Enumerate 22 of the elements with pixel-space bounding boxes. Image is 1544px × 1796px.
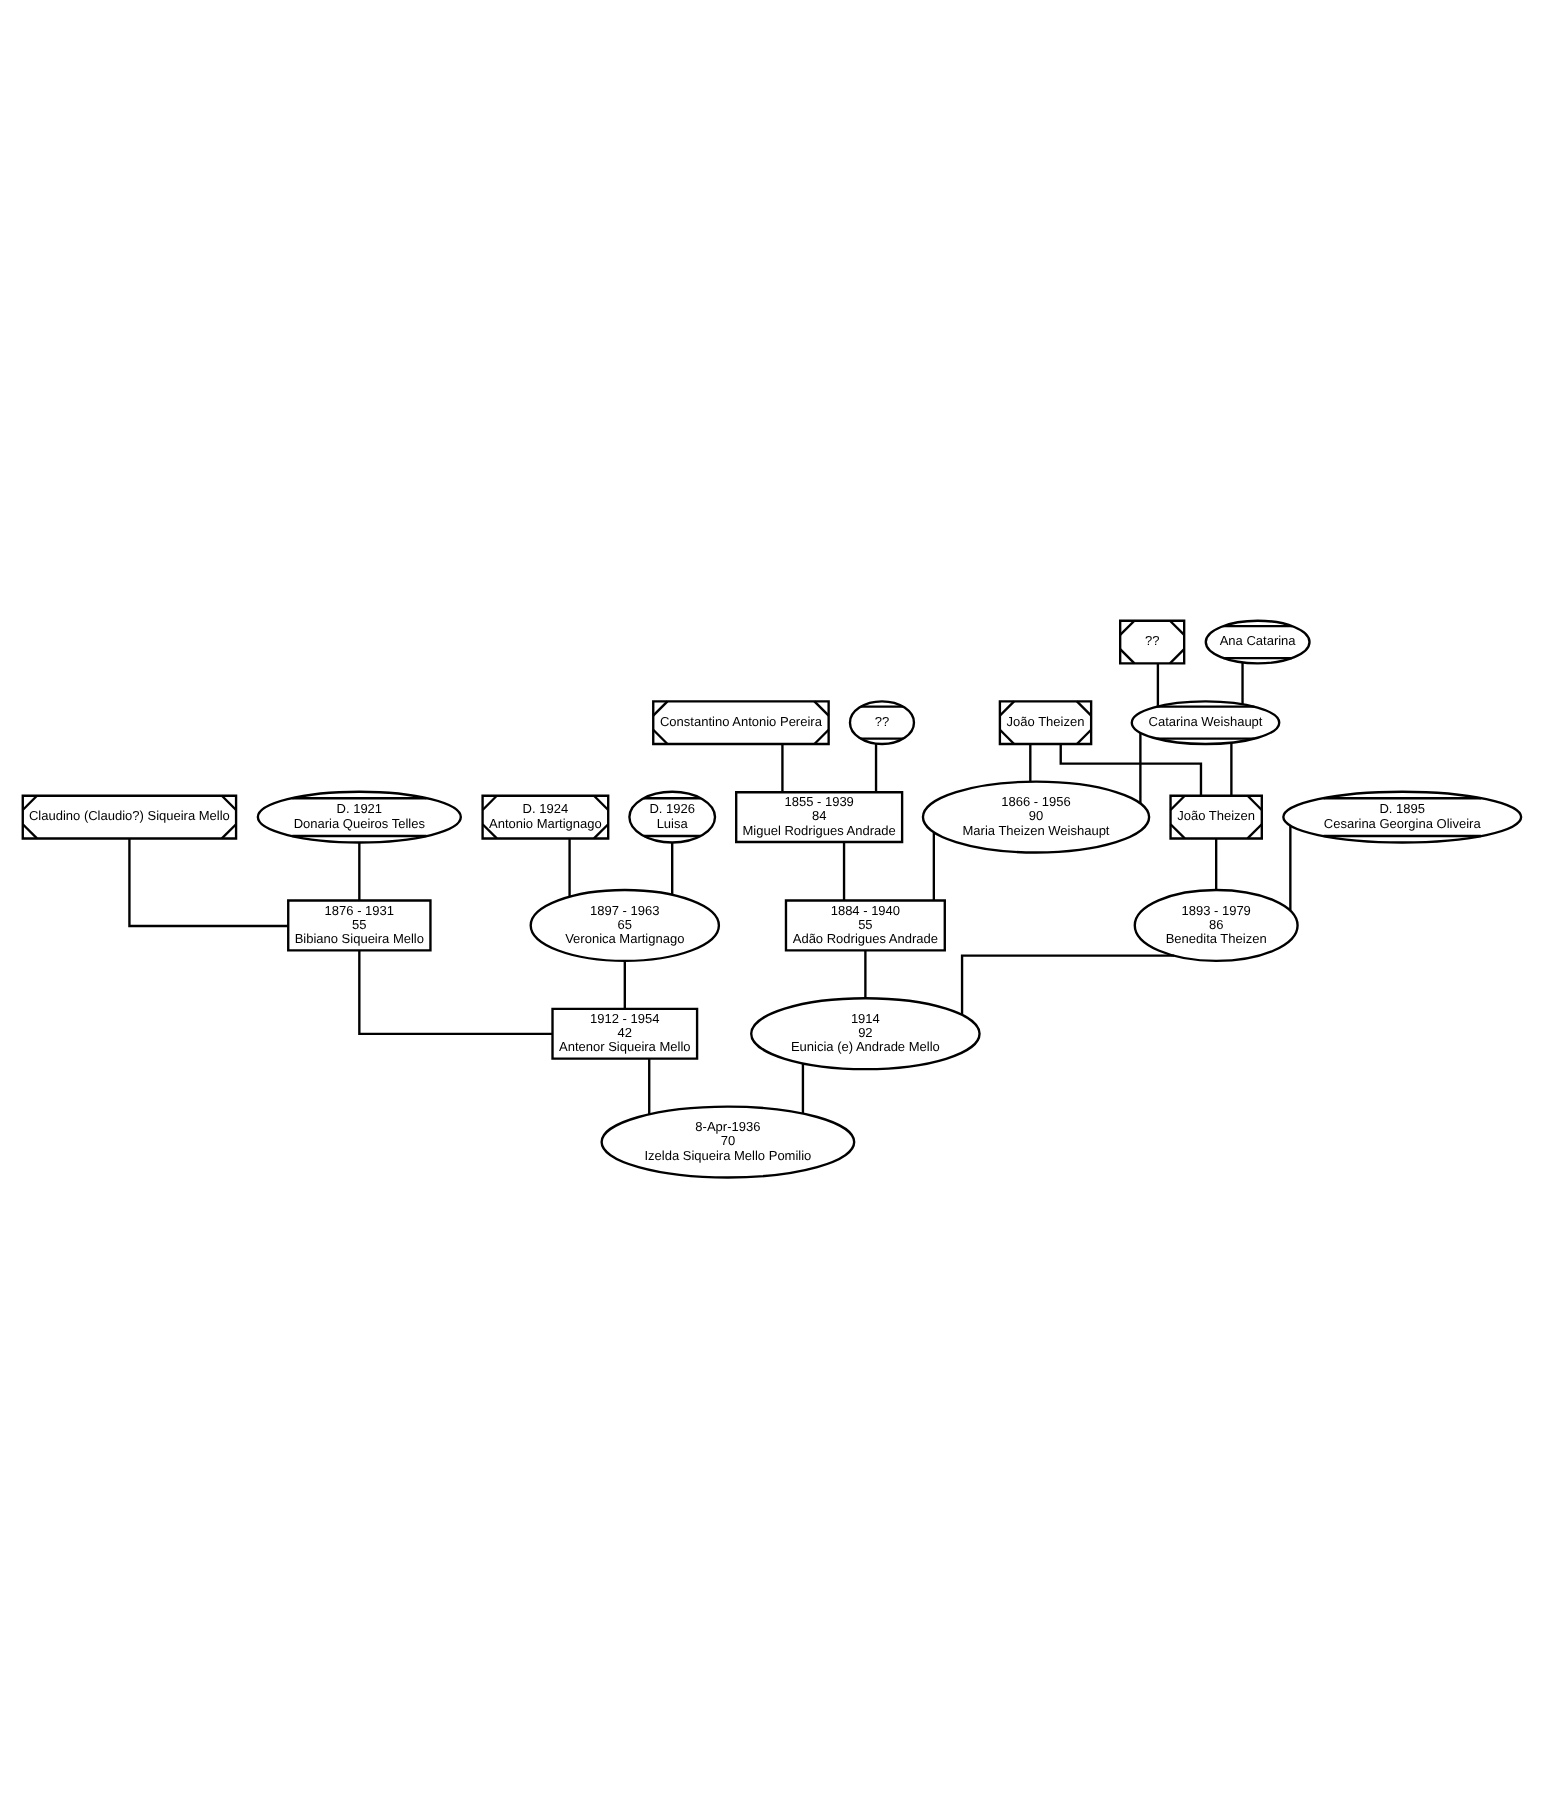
connector (864, 949, 867, 998)
connector (358, 949, 553, 1035)
connector (1289, 825, 1292, 910)
connector (128, 837, 289, 927)
connector (960, 953, 1175, 1014)
connector (1215, 837, 1218, 889)
connector (671, 841, 674, 894)
connector (568, 837, 571, 896)
connector (1029, 743, 1032, 781)
connector (781, 743, 784, 792)
connector (874, 743, 878, 792)
connector (358, 841, 361, 900)
connector (648, 1057, 651, 1114)
connector (1230, 741, 1233, 795)
connector (801, 1062, 805, 1113)
connector (1139, 731, 1142, 803)
connector (932, 831, 936, 900)
connector (1059, 743, 1203, 795)
connector (1241, 661, 1244, 703)
connector (842, 841, 846, 900)
connector (623, 959, 626, 1008)
connector (1156, 662, 1160, 705)
